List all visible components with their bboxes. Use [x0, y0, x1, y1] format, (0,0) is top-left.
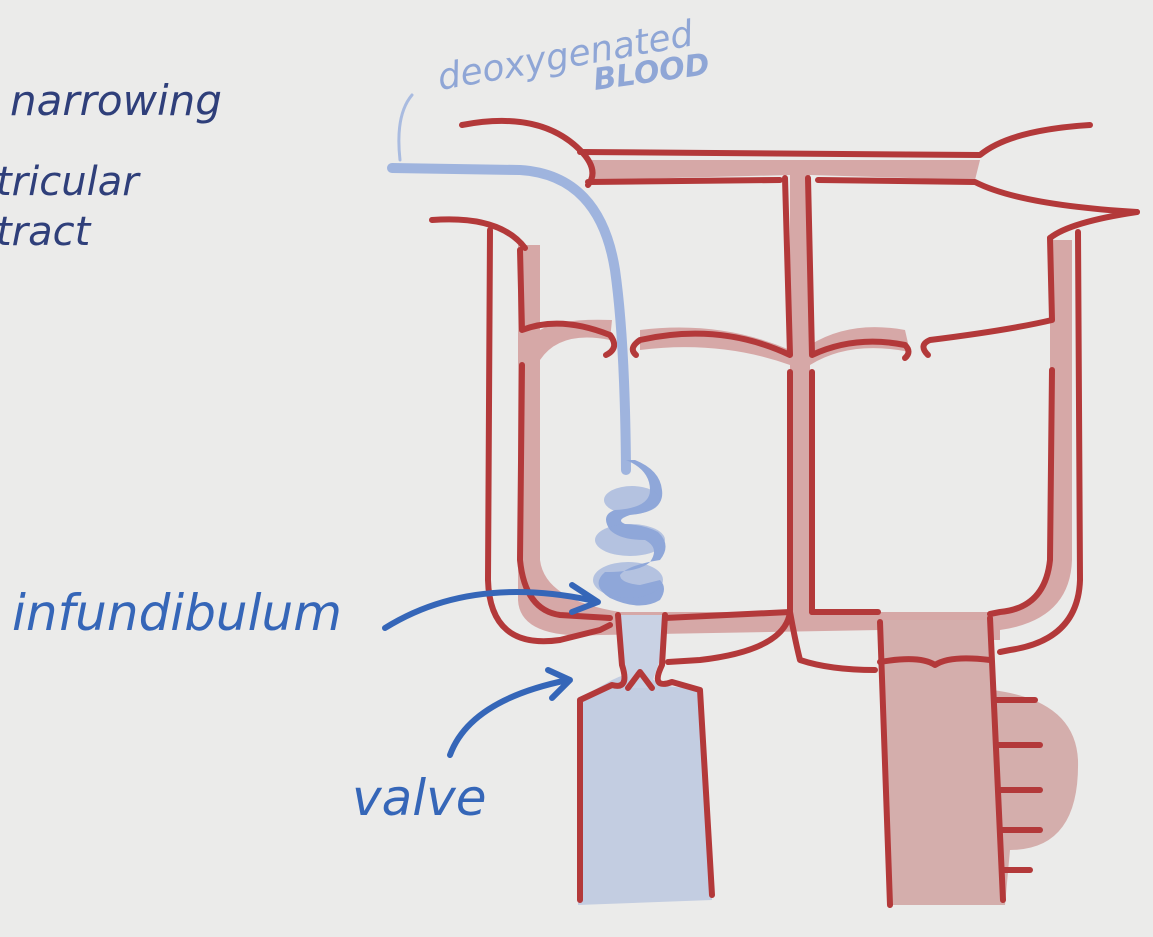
- label-tract: tract: [0, 209, 92, 255]
- blood-coil: [593, 460, 666, 606]
- valve-arrow: [450, 680, 568, 755]
- blood-flow-line: [392, 168, 626, 470]
- aorta-fill: [878, 620, 1078, 905]
- bracket-mark: [399, 95, 412, 160]
- label-narrowing: narrowing: [10, 76, 222, 125]
- label-infundibulum: infundibulum: [12, 584, 342, 642]
- label-valve: valve: [352, 769, 486, 827]
- pulmonary-artery-fill: [578, 674, 712, 905]
- label-tricular: tricular: [0, 159, 141, 205]
